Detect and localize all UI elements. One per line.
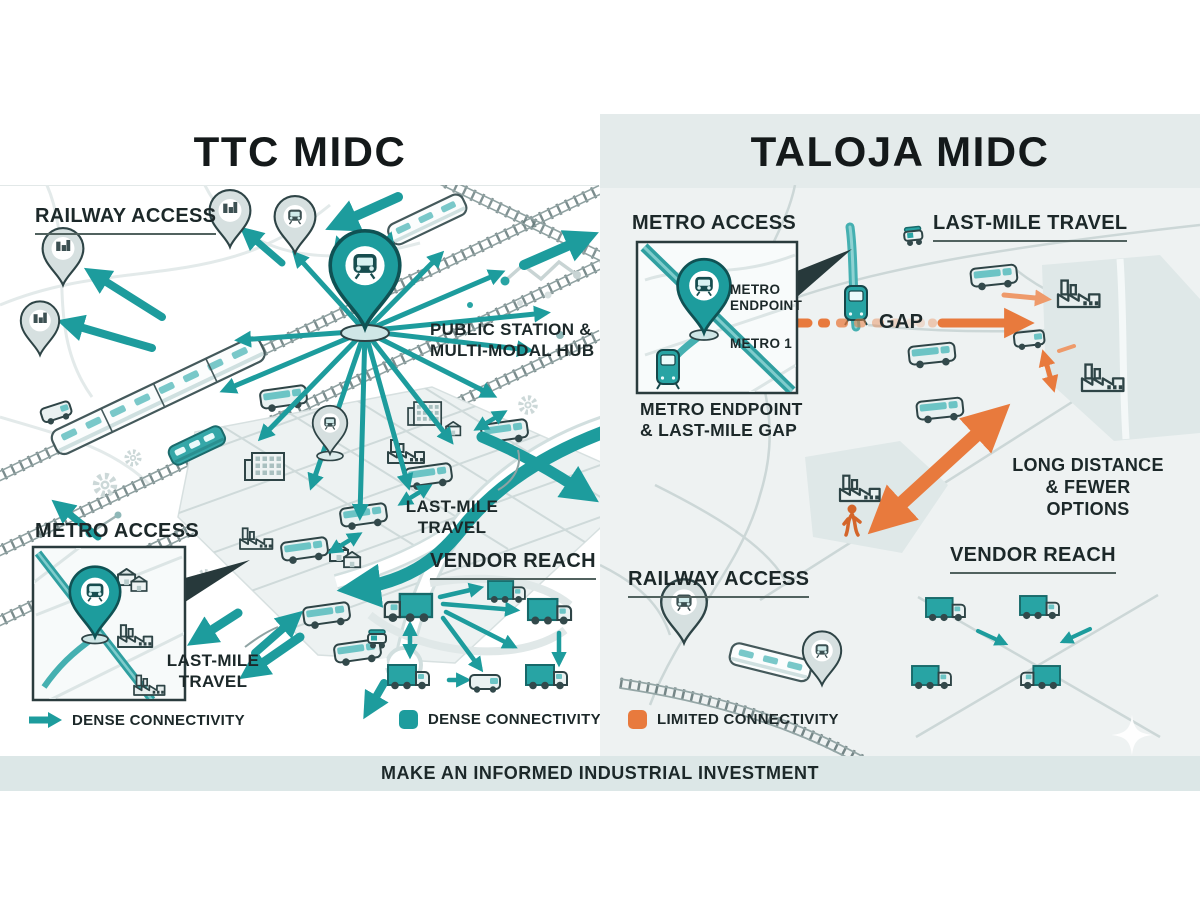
long-distance-label: LONG DISTANCE& FEWER OPTIONS — [1012, 455, 1164, 519]
gap-label: GAP — [879, 311, 924, 333]
legend-limited-connectivity: LIMITED CONNECTIVITY — [628, 710, 839, 729]
truck-icon — [367, 580, 573, 694]
right-panel-header-band — [600, 114, 1200, 188]
legend-dense-connectivity-arrow: DENSE CONNECTIVITY — [28, 710, 245, 730]
vendor-reach-cluster — [367, 574, 573, 694]
railway-access-heading-right: RAILWAY ACCESS — [628, 567, 810, 599]
dense-square-icon — [399, 710, 418, 729]
dense-arrow-icon — [29, 712, 62, 728]
dense-connectivity-arrows — [51, 192, 600, 720]
vendor-reach-heading-right: VENDOR REACH — [950, 543, 1116, 575]
metro-access-heading-left: METRO ACCESS — [35, 520, 199, 542]
railway-access-heading-left: RAILWAY ACCESS — [35, 204, 217, 236]
legend-dense-connectivity-square: DENSE CONNECTIVITY — [399, 710, 601, 729]
metro-1-label: METRO 1 — [730, 336, 793, 351]
last-mile-travel-heading-right: LAST-MILE TRAVEL — [933, 211, 1128, 243]
footer-banner: MAKE AN INFORMED INDUSTRIAL INVESTMENT — [0, 756, 1200, 791]
multi-modal-hub-pin — [328, 229, 402, 330]
zigzag-motif — [85, 211, 581, 547]
limited-square-icon — [628, 710, 647, 729]
factory-icon — [239, 401, 462, 567]
ttc-midc-map — [0, 185, 600, 728]
right-panel-title: TALOJA MIDC — [750, 128, 1050, 175]
footer-banner-text: MAKE AN INFORMED INDUSTRIAL INVESTMENT — [380, 763, 819, 783]
left-panel-divider — [0, 185, 597, 186]
hub-label: PUBLIC STATION &MULTI-MODAL HUB — [430, 320, 595, 360]
vendor-reach-heading-left: VENDOR REACH — [430, 549, 596, 581]
metro-access-heading-right: METRO ACCESS — [632, 212, 796, 234]
left-panel-title: TTC MIDC — [193, 128, 407, 175]
inset-caption-label: METRO ENDPOINT& LAST-MILE GAP — [640, 399, 803, 441]
